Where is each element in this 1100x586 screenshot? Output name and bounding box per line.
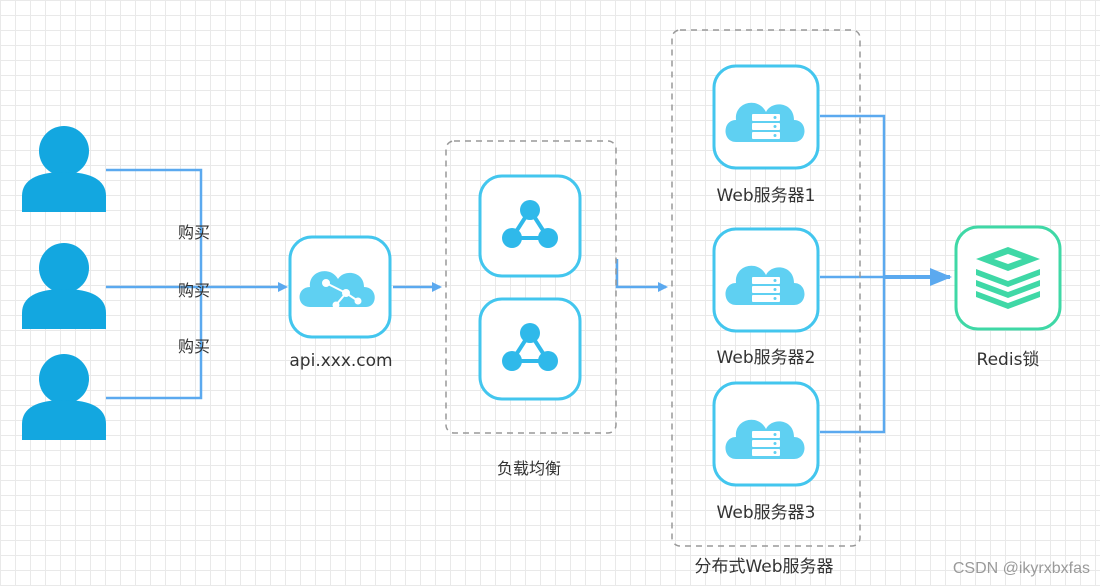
edge-label: 购买 xyxy=(178,281,211,300)
web-cluster-label: 分布式Web服务器 xyxy=(694,557,834,577)
load-balancer-group-label: 负载均衡 xyxy=(496,459,562,478)
web-cluster-group xyxy=(671,29,861,547)
gateway-label: api.xxx.com xyxy=(289,351,393,371)
edge-label: 购买 xyxy=(178,223,211,242)
redis-icon xyxy=(954,225,1062,331)
redis-label: Redis锁 xyxy=(976,350,1040,370)
load-balancer-group xyxy=(445,140,617,434)
web-server-label: Web服务器2 xyxy=(716,348,816,368)
user-connectors xyxy=(106,168,288,400)
lb-to-cluster-arrow xyxy=(615,259,668,292)
network-share-icon xyxy=(478,297,582,401)
servers-to-redis-connectors xyxy=(820,114,952,434)
edge-label: 购买 xyxy=(178,337,211,356)
web-server-label: Web服务器3 xyxy=(716,503,816,523)
watermark: CSDN @ikyrxbxfas xyxy=(952,560,1090,577)
cloud-server-icon xyxy=(712,227,820,333)
user-icon xyxy=(22,126,106,212)
user-icon xyxy=(22,243,106,329)
user-icon xyxy=(22,354,106,440)
cloud-server-icon xyxy=(712,64,820,170)
cloud-network-icon xyxy=(288,235,392,339)
network-share-icon xyxy=(478,174,582,278)
web-server-label: Web服务器1 xyxy=(716,186,816,206)
cloud-server-icon xyxy=(712,381,820,487)
